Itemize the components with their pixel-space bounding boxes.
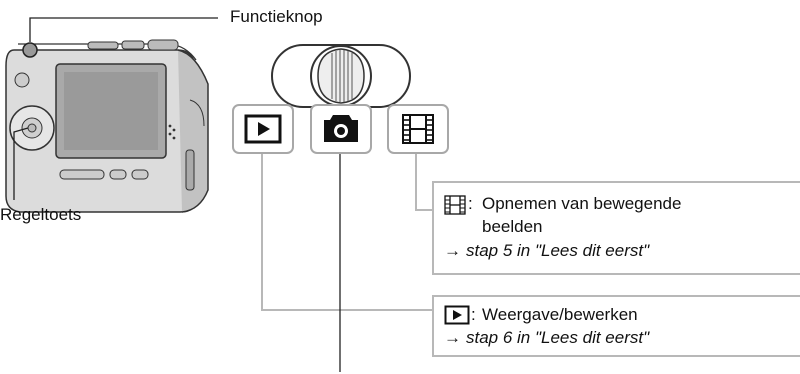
film-icon [402,114,434,144]
camera-icon [324,115,358,142]
movie-reference: stap 5 in "Lees dit eerst" [466,241,650,260]
film-icon [444,195,466,215]
playback-mode-box [232,104,294,154]
control-button-label: Regeltoets [0,205,82,224]
playback-icon [244,114,282,144]
camera-mode-box [310,104,372,154]
function-button-label: Functieknop [230,7,323,26]
playback-mode-callout: : Weergave/bewerken → stap 6 in "Lees di… [432,295,800,357]
movie-description: Opnemen van bewegende [482,194,682,213]
playback-description: Weergave/bewerken [482,305,638,324]
movie-colon: : [468,194,473,213]
movie-arrow: → [444,241,461,260]
camera-illustration [5,39,209,213]
playback-arrow: → [444,328,461,347]
movie-mode-box [387,104,449,154]
playback-colon: : [471,305,476,324]
playback-reference: stap 6 in "Lees dit eerst" [466,328,650,347]
playback-icon [444,305,470,325]
mode-dial-switch [271,44,411,108]
movie-mode-callout: : Opnemen van bewegende beelden → stap 5… [432,181,800,275]
movie-description-cont: beelden [482,217,543,236]
